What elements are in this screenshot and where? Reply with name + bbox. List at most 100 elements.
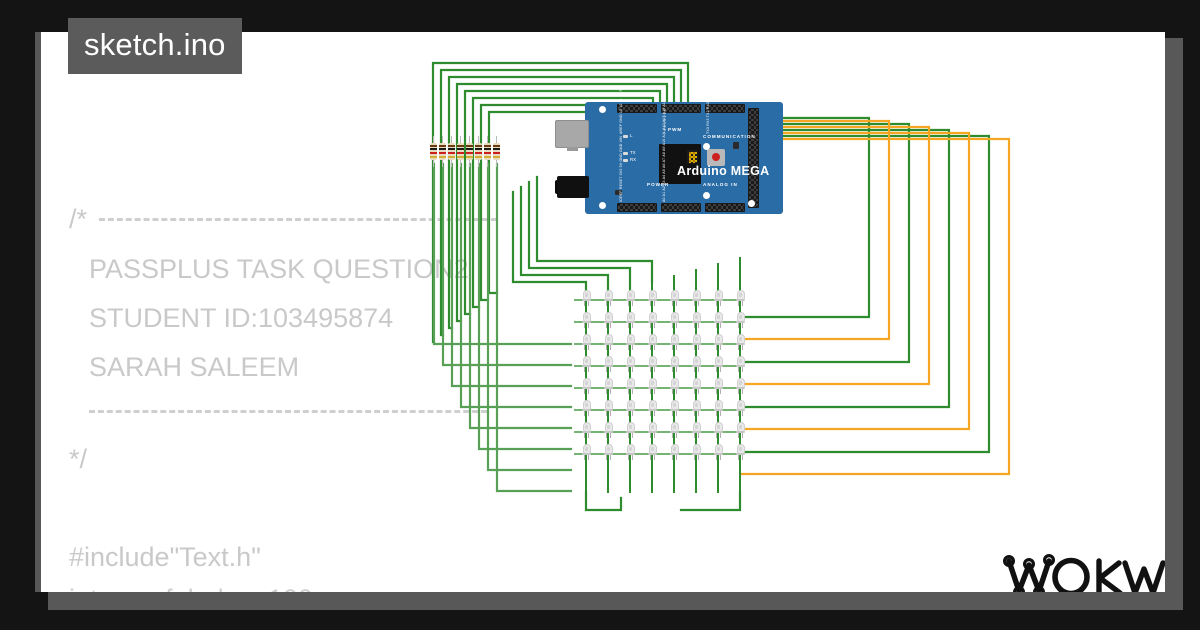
icsp-header[interactable] (687, 150, 698, 164)
led[interactable] (669, 334, 680, 350)
resistor[interactable] (429, 136, 438, 167)
header-communication[interactable] (705, 104, 745, 113)
pin-labels-digital-left: AREF GND 13 12 11 10 9 8 (619, 86, 623, 134)
resistor[interactable] (492, 136, 501, 167)
led[interactable] (647, 444, 658, 460)
led[interactable] (581, 422, 592, 438)
led[interactable] (713, 290, 724, 306)
led[interactable] (735, 400, 746, 416)
canvas-frame-bottom (48, 592, 1183, 610)
led[interactable] (669, 356, 680, 372)
led[interactable] (713, 378, 724, 394)
canvas-frame-left (35, 32, 41, 592)
led[interactable] (603, 312, 614, 328)
led[interactable] (669, 400, 680, 416)
led[interactable] (625, 400, 636, 416)
led[interactable] (691, 312, 702, 328)
board-brand-label: Arduino MEGA (677, 164, 770, 178)
led[interactable] (603, 422, 614, 438)
led[interactable] (581, 334, 592, 350)
reset-button-cap[interactable] (712, 153, 720, 161)
led[interactable] (625, 422, 636, 438)
header-analog-left[interactable] (661, 203, 701, 212)
resistor[interactable] (465, 136, 474, 167)
led[interactable] (669, 378, 680, 394)
led[interactable] (669, 312, 680, 328)
led[interactable] (691, 422, 702, 438)
led[interactable] (625, 378, 636, 394)
led[interactable] (625, 334, 636, 350)
header-analog-right[interactable] (705, 203, 745, 212)
led[interactable] (713, 312, 724, 328)
led-tx-indicator (623, 152, 628, 155)
mounting-hole (703, 192, 710, 199)
led[interactable] (625, 444, 636, 460)
mounting-hole (599, 202, 606, 209)
file-tab-sketch-ino[interactable]: sketch.ino (68, 18, 242, 74)
resistor[interactable] (438, 136, 447, 167)
led[interactable] (647, 378, 658, 394)
led[interactable] (735, 444, 746, 460)
resistor[interactable] (483, 136, 492, 167)
led[interactable] (669, 290, 680, 306)
led[interactable] (647, 400, 658, 416)
led[interactable] (713, 444, 724, 460)
led[interactable] (713, 356, 724, 372)
power-jack[interactable] (557, 176, 589, 198)
led[interactable] (581, 290, 592, 306)
wire-group-comm-green (739, 116, 991, 454)
wire-group-matrix-rows (574, 299, 742, 455)
led[interactable] (691, 290, 702, 306)
led[interactable] (603, 356, 614, 372)
editor-canvas[interactable]: /* PASSPLUS TASK QUESTION2 STUDENT ID:10… (41, 32, 1165, 592)
led[interactable] (603, 378, 614, 394)
led[interactable] (647, 356, 658, 372)
led[interactable] (647, 312, 658, 328)
resistor[interactable] (474, 136, 483, 167)
header-power[interactable] (617, 203, 657, 212)
led[interactable] (691, 444, 702, 460)
resistor[interactable] (447, 136, 456, 167)
led[interactable] (581, 312, 592, 328)
header-digital-extended[interactable] (748, 108, 759, 208)
led[interactable] (691, 334, 702, 350)
led[interactable] (603, 400, 614, 416)
canvas-frame-right (1165, 38, 1183, 598)
led[interactable] (735, 312, 746, 328)
led[interactable] (603, 290, 614, 306)
led[interactable] (625, 356, 636, 372)
led[interactable] (647, 334, 658, 350)
led[interactable] (669, 444, 680, 460)
led[interactable] (647, 422, 658, 438)
led[interactable] (735, 356, 746, 372)
led[interactable] (735, 334, 746, 350)
led-l-label: L (630, 133, 633, 138)
led[interactable] (581, 400, 592, 416)
led[interactable] (735, 290, 746, 306)
led[interactable] (713, 400, 724, 416)
pin-labels-analog: A0 A1 A2 A3 A4 A5 A6 A7 A8 A9 A10 A11 A1… (662, 100, 666, 202)
led[interactable] (603, 444, 614, 460)
led[interactable] (691, 400, 702, 416)
led[interactable] (713, 334, 724, 350)
header-digital-left[interactable] (617, 104, 657, 113)
led[interactable] (647, 290, 658, 306)
led[interactable] (581, 356, 592, 372)
led[interactable] (713, 422, 724, 438)
arduino-mega-board[interactable]: L TX RX PWM COMMUNICATION POWER ANALOG I… (555, 68, 783, 220)
led[interactable] (581, 444, 592, 460)
led[interactable] (735, 378, 746, 394)
led[interactable] (581, 378, 592, 394)
header-pwm[interactable] (661, 104, 701, 113)
led[interactable] (669, 422, 680, 438)
usb-connector[interactable] (555, 120, 589, 148)
led[interactable] (691, 378, 702, 394)
led[interactable] (735, 422, 746, 438)
led[interactable] (625, 312, 636, 328)
silkscreen-communication: COMMUNICATION (703, 134, 756, 139)
led[interactable] (625, 290, 636, 306)
resistor[interactable] (456, 136, 465, 167)
led[interactable] (691, 356, 702, 372)
led[interactable] (603, 334, 614, 350)
